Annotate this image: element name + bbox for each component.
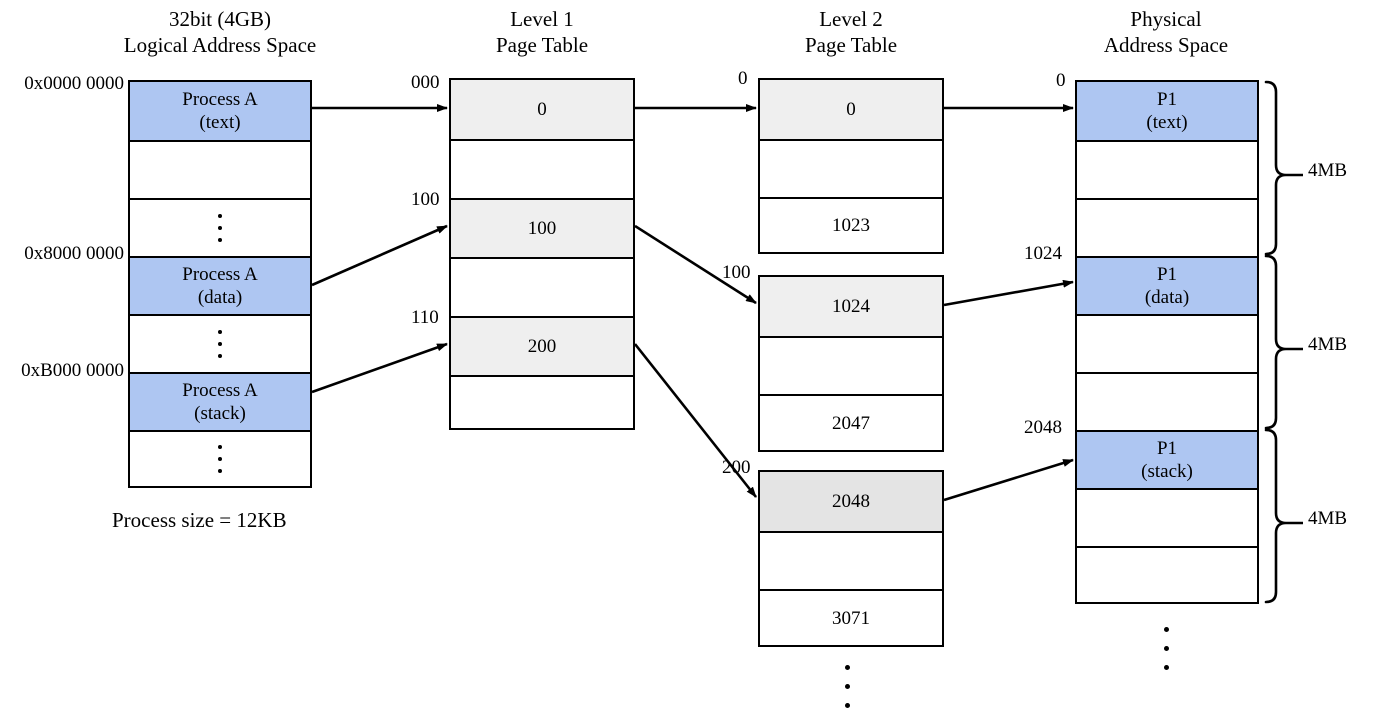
level2-b3-entry-0-value: 2048 <box>832 491 870 512</box>
level2-b2-entry-1 <box>760 336 942 394</box>
level2-b3-entry-2-value: 3071 <box>832 607 870 629</box>
level1-entry-4-value: 200 <box>527 336 557 357</box>
physical-title-line2: Address Space <box>1103 33 1229 57</box>
level2-page-table-block-2: 1024 2047 <box>758 275 944 452</box>
level2-b2-entry-0: 1024 <box>760 277 942 336</box>
level1-entry-2-value: 100 <box>527 218 557 239</box>
physical-frame-p1-data: P1 (data) <box>1077 256 1257 314</box>
level2-page-table-block-1: 0 1023 <box>758 78 944 254</box>
logical-row-3-line2: (data) <box>197 287 243 308</box>
logical-row-ellipsis-2 <box>130 314 310 372</box>
level1-title-line2: Page Table <box>495 33 589 57</box>
level2-vertical-ellipsis-icon <box>845 658 850 712</box>
physical-frame-empty-2 <box>1077 198 1257 256</box>
level2-title-line2: Page Table <box>804 33 898 57</box>
level2-page-table-title: Level 2 Page Table <box>726 6 976 58</box>
level1-page-table-title: Level 1 Page Table <box>417 6 667 58</box>
logical-row-5-line2: (stack) <box>194 403 246 424</box>
level2-b1-entry-0-value: 0 <box>846 99 856 120</box>
level2-b2-entry-2: 2047 <box>760 394 942 450</box>
level2-b1-entry-0: 0 <box>760 80 942 139</box>
physical-frame-label-2048: 2048 <box>1024 417 1062 438</box>
logical-row-0-line1: Process A <box>182 89 258 110</box>
level1-index-label-000: 000 <box>411 72 440 93</box>
level2-title-line1: Level 2 <box>819 7 883 31</box>
physical-frame-empty-4 <box>1077 372 1257 430</box>
physical-vertical-ellipsis-icon <box>1164 620 1169 677</box>
physical-frame-empty-5 <box>1077 488 1257 546</box>
physical-frame-label-0: 0 <box>1056 70 1066 91</box>
level1-entry-empty-1 <box>451 139 633 198</box>
level2-page-table-block-3: 2048 3071 <box>758 470 944 647</box>
logical-row-0-line2: (text) <box>199 112 241 133</box>
brace-4mb-3 <box>1264 428 1287 604</box>
level1-entry-empty-3 <box>451 375 633 428</box>
level2-index-label-100: 100 <box>722 262 751 283</box>
logical-row-process-a-data: Process A (data) <box>130 256 310 314</box>
logical-row-ellipsis-1 <box>130 198 310 256</box>
brace-4mb-2 <box>1264 254 1287 430</box>
physical-row-6-line1: P1 <box>1156 438 1178 459</box>
level2-index-label-0: 0 <box>738 68 748 89</box>
level1-entry-empty-2 <box>451 257 633 316</box>
logical-row-3-line1: Process A <box>182 264 258 285</box>
physical-brace-label-2: 4MB <box>1308 508 1348 529</box>
logical-row-process-a-stack: Process A (stack) <box>130 372 310 430</box>
logical-row-ellipsis-3 <box>130 430 310 486</box>
logical-title-line1: 32bit (4GB) <box>168 7 272 31</box>
level2-b1-entry-2-value: 1023 <box>832 215 870 236</box>
physical-row-3-line2: (data) <box>1144 287 1190 308</box>
level1-page-table-box: 0 100 200 <box>449 78 635 430</box>
arrow-logical-stack-to-level1 <box>311 342 448 394</box>
physical-row-6-line2: (stack) <box>1141 461 1193 482</box>
logical-row-process-a-text: Process A (text) <box>130 82 310 140</box>
level1-entry-0-value: 0 <box>537 99 547 120</box>
logical-address-space-box: Process A (text) Process A (data) Proces… <box>128 80 312 488</box>
logical-row-5-line1: Process A <box>182 380 258 401</box>
level2-b1-entry-2: 1023 <box>760 197 942 252</box>
logical-row-empty-1 <box>130 140 310 198</box>
level2-b3-entry-2: 3071 <box>760 589 942 645</box>
physical-row-0-line1: P1 <box>1156 89 1178 110</box>
physical-frame-empty-6 <box>1077 546 1257 602</box>
physical-address-space-box: P1 (text) P1 (data) P1 (stack) <box>1075 80 1259 604</box>
physical-title-line1: Physical <box>1130 7 1202 31</box>
level1-title-line1: Level 1 <box>510 7 574 31</box>
physical-brace-label-0: 4MB <box>1308 160 1348 181</box>
arrow-level2-2048-to-physical-stack <box>943 458 1074 502</box>
logical-title-line2: Logical Address Space <box>123 33 317 57</box>
vertical-ellipsis-icon <box>130 326 310 362</box>
logical-address-label-2: 0xB000 0000 <box>21 360 124 381</box>
logical-address-space-title: 32bit (4GB) Logical Address Space <box>95 6 345 58</box>
level1-entry-100: 100 <box>451 198 633 257</box>
physical-row-0-line2: (text) <box>1146 112 1188 133</box>
level1-index-label-100: 100 <box>411 189 440 210</box>
brace-4mb-1 <box>1264 80 1287 256</box>
arrow-level2-1024-to-physical-data <box>943 279 1074 307</box>
level2-b3-entry-0: 2048 <box>760 472 942 531</box>
level1-entry-000: 0 <box>451 80 633 139</box>
physical-frame-p1-stack: P1 (stack) <box>1077 430 1257 488</box>
level1-entry-110: 200 <box>451 316 633 375</box>
level2-b2-entry-2-value: 2047 <box>832 412 870 434</box>
logical-address-label-0: 0x0000 0000 <box>24 73 124 94</box>
level2-b1-entry-1 <box>760 139 942 197</box>
physical-frame-label-1024: 1024 <box>1024 243 1062 264</box>
physical-frame-p1-text: P1 (text) <box>1077 82 1257 140</box>
vertical-ellipsis-icon <box>130 441 310 477</box>
level1-index-label-110: 110 <box>411 307 439 328</box>
physical-frame-empty-3 <box>1077 314 1257 372</box>
arrow-logical-data-to-level1 <box>311 224 448 287</box>
physical-frame-empty-1 <box>1077 140 1257 198</box>
level2-b3-entry-1 <box>760 531 942 589</box>
level2-index-label-200: 200 <box>722 457 751 478</box>
process-size-caption: Process size = 12KB <box>112 508 287 532</box>
level2-b2-entry-0-value: 1024 <box>832 296 870 317</box>
logical-address-label-1: 0x8000 0000 <box>24 243 124 264</box>
physical-brace-label-1: 4MB <box>1308 334 1348 355</box>
vertical-ellipsis-icon <box>130 210 310 246</box>
physical-address-space-title: Physical Address Space <box>1041 6 1291 58</box>
physical-row-3-line1: P1 <box>1156 264 1178 285</box>
